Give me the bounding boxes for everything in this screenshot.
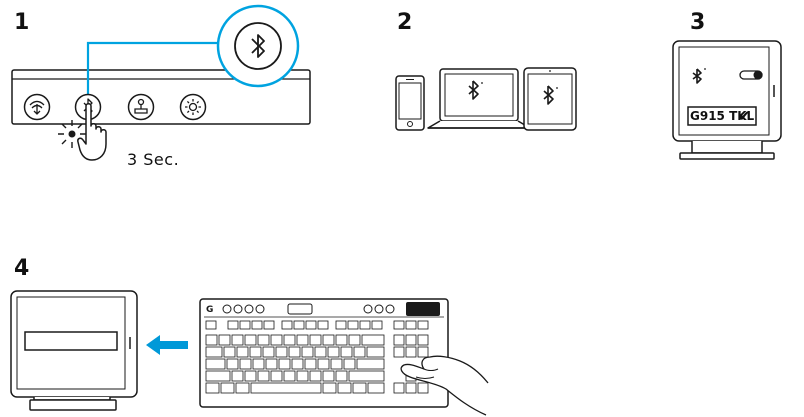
tablet-icon xyxy=(522,66,582,136)
tablet-on-stand-typing xyxy=(8,288,143,413)
brightness-icon[interactable] xyxy=(178,92,208,122)
hold-duration-label: 3 Sec. xyxy=(127,150,179,169)
laptop-icon xyxy=(426,66,536,136)
pressing-hand-icon xyxy=(78,104,128,164)
arrow-left-icon xyxy=(144,333,194,357)
connected-check-icon: ✔ xyxy=(738,107,751,125)
game-mode-icon[interactable] xyxy=(126,92,156,122)
svg-text:G: G xyxy=(206,305,213,315)
keyboard-illustration: G xyxy=(198,297,488,417)
lightspeed-icon[interactable] xyxy=(22,92,52,122)
tablet-on-stand-pairing xyxy=(670,38,790,168)
